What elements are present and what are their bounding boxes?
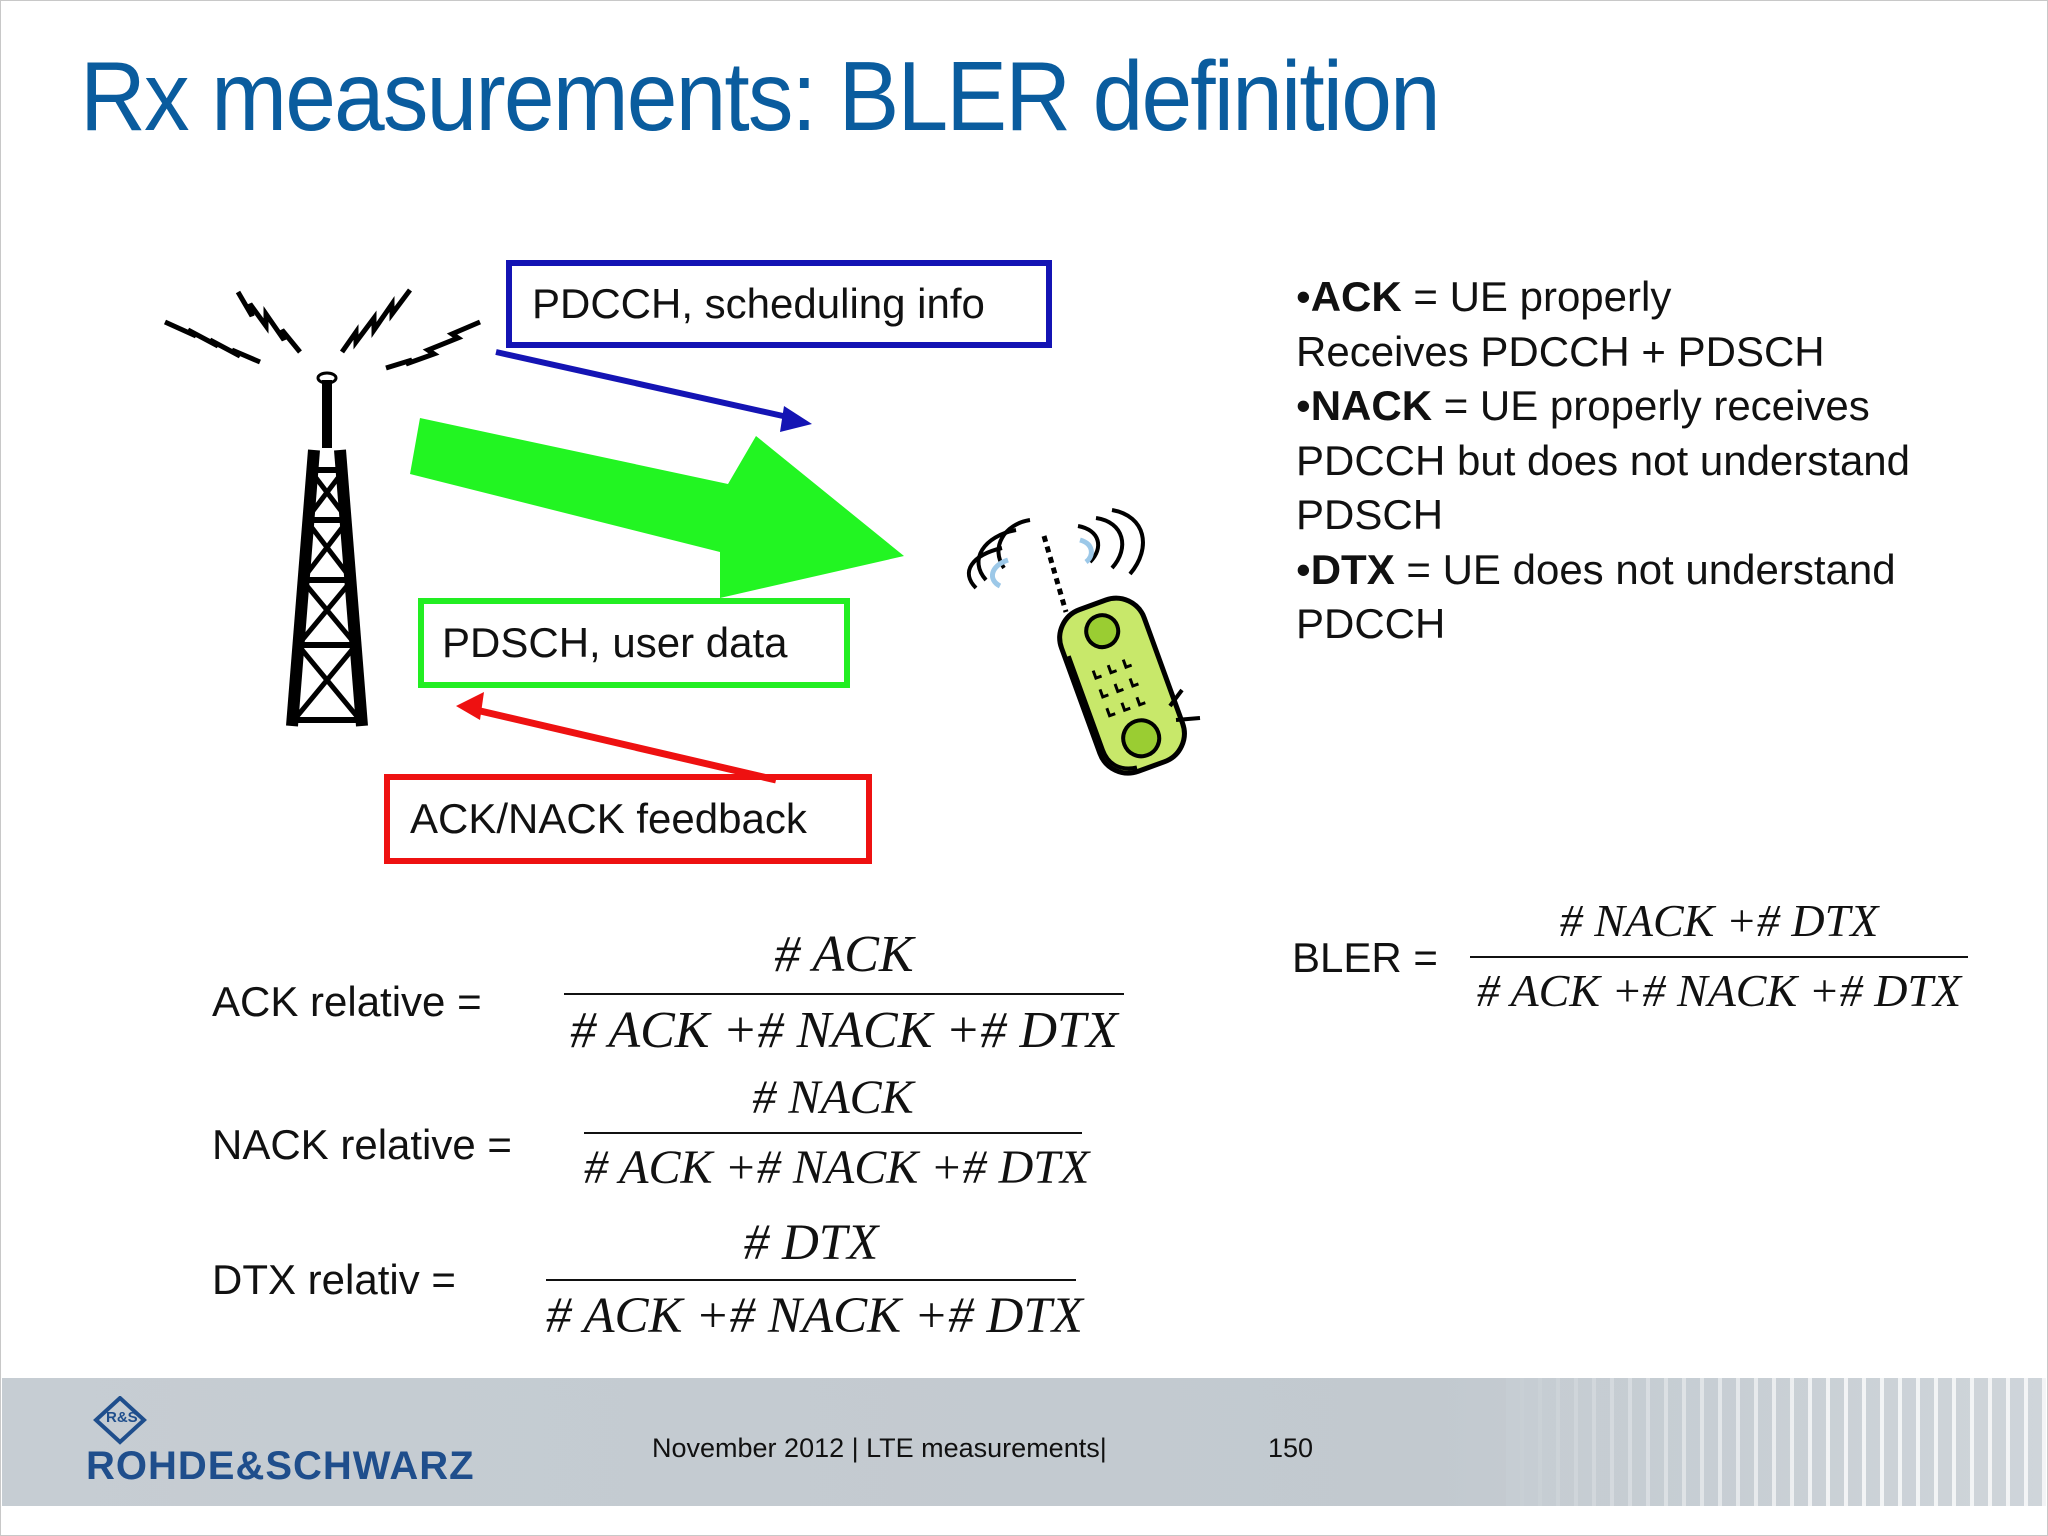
feedback-label: ACK/NACK feedback (410, 795, 807, 842)
nack-relative-label: NACK relative = (212, 1121, 512, 1168)
pdsch-arrow (410, 418, 904, 598)
term-ack: ACK (1310, 273, 1402, 320)
fraction-bar (584, 1132, 1082, 1134)
definition-nack: •NACK = UE properly receives (1296, 379, 1910, 434)
pdcch-label-box: PDCCH, scheduling info (506, 260, 1052, 348)
nack-relative-formula: # NACK # ACK +# NACK +# DTX (584, 1070, 1090, 1200)
definition-text: = UE does not understand (1394, 545, 1896, 593)
definition-text: = UE properly (1401, 273, 1672, 320)
definition-dtx: •DTX = UE does not understand (1296, 543, 1910, 598)
mobile-phone-icon (966, 508, 1201, 776)
footer-stripes-fade (1506, 1378, 2046, 1506)
dtx-denominator: # ACK +# NACK +# DTX (546, 1288, 1083, 1344)
dtx-relative-formula: # DTX # ACK +# NACK +# DTX (546, 1214, 1083, 1348)
pdcch-arrow (495, 349, 812, 432)
dtx-relative-label: DTX relativ = (212, 1256, 456, 1303)
definition-ack: •ACK = UE properly (1296, 270, 1910, 325)
definitions-list: •ACK = UE properly Receives PDCCH + PDSC… (1296, 270, 1910, 652)
fraction-bar (1470, 956, 1968, 958)
radio-waves-icon (163, 288, 481, 371)
bullet: • (1296, 382, 1311, 429)
nack-numerator: # NACK (752, 1071, 914, 1124)
bler-numerator: # NACK +# DTX (1559, 895, 1879, 946)
diagram-graphic (163, 288, 1201, 784)
cell-tower-icon (286, 371, 368, 727)
definition-line: PDSCH (1296, 491, 1444, 538)
term-nack: NACK (1310, 382, 1433, 429)
bullet: • (1296, 545, 1311, 593)
feedback-arrow (456, 692, 777, 784)
footer-date-section: November 2012 | LTE measurements| (652, 1433, 1107, 1463)
ack-denominator: # ACK +# NACK +# DTX (570, 1002, 1118, 1059)
fraction-bar (564, 993, 1124, 995)
definition-line: Receives PDCCH + PDSCH (1296, 327, 1825, 375)
definition-text: = UE properly receives (1432, 382, 1870, 429)
pdsch-label: PDSCH, user data (442, 619, 788, 666)
feedback-label-box: ACK/NACK feedback (384, 774, 872, 864)
page-number: 150 (1268, 1433, 1314, 1463)
bler-formula: # NACK +# DTX # ACK +# NACK +# DTX (1470, 894, 1968, 1022)
brand-wordmark: ROHDE&SCHWARZ (86, 1444, 475, 1488)
bullet: • (1296, 273, 1311, 320)
slide-footer (2, 1378, 2046, 1506)
term-dtx: DTX (1310, 545, 1395, 593)
pdsch-label-box: PDSCH, user data (418, 598, 850, 688)
ack-relative-formula: # ACK # ACK +# NACK +# DTX (564, 925, 1124, 1065)
bler-label: BLER = (1292, 934, 1438, 981)
fraction-bar (546, 1279, 1076, 1281)
definition-line: PDCCH but does not understand (1296, 436, 1911, 484)
bler-denominator: # ACK +# NACK +# DTX (1476, 965, 1962, 1016)
slide-title: Rx measurements: BLER definition (80, 41, 1441, 151)
nack-denominator: # ACK +# NACK +# DTX (584, 1141, 1090, 1194)
rs-logo-mark: R&S (106, 1409, 138, 1426)
definition-line: PDCCH (1296, 600, 1446, 647)
ack-numerator: # ACK (774, 926, 914, 983)
rs-logo-icon: R&S (93, 1396, 147, 1445)
pdcch-label: PDCCH, scheduling info (532, 280, 985, 327)
dtx-numerator: # DTX (743, 1215, 879, 1271)
ack-relative-label: ACK relative = (212, 978, 482, 1025)
